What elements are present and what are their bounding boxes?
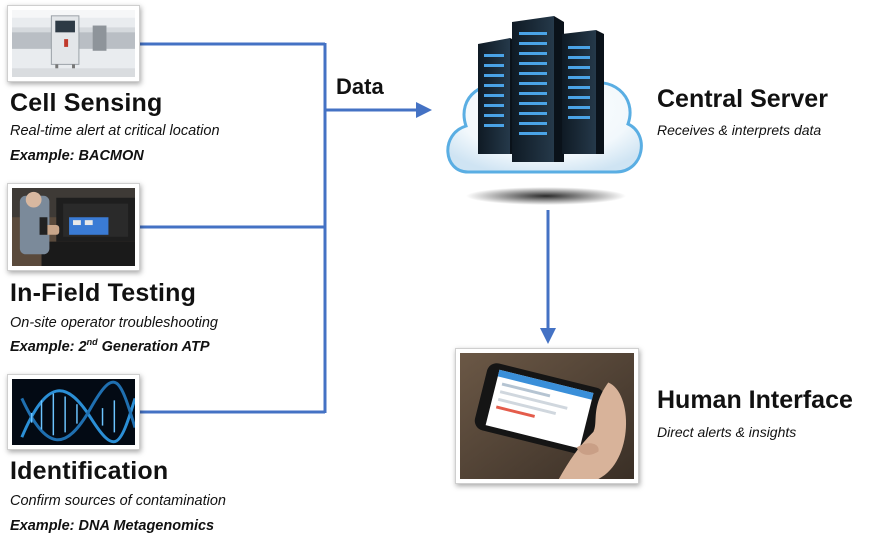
central-server-subtitle: Receives & interprets data — [657, 122, 822, 138]
in-field-testing-example: Example: 2nd Generation ATP — [10, 337, 210, 355]
identification-example: Example: DNA Metagenomics — [10, 517, 215, 534]
cloud-shadow — [466, 187, 626, 205]
identification-photo — [7, 374, 140, 450]
server-rack-right — [562, 30, 604, 154]
cloud-server-illustration — [446, 16, 643, 205]
in-field-testing-subtitle: On-site operator troubleshooting — [10, 315, 218, 331]
cell-sensing-title: Cell Sensing — [10, 89, 163, 117]
human-interface-title: Human Interface — [657, 386, 853, 414]
server-rack-center — [512, 16, 564, 162]
identification-subtitle: Confirm sources of contamination — [10, 493, 226, 509]
in-field-testing-title: In-Field Testing — [10, 279, 197, 307]
cell-sensing-subtitle: Real-time alert at critical location — [10, 123, 220, 139]
cell-sensing-example: Example: BACMON — [10, 147, 144, 164]
data-label: Data — [336, 74, 384, 99]
arrowhead-to-server — [416, 102, 432, 118]
in-field-testing-photo — [7, 183, 140, 271]
human-interface-subtitle: Direct alerts & insights — [657, 424, 797, 440]
human-interface-photo — [455, 348, 639, 484]
arrowhead-to-human — [540, 328, 556, 344]
identification-title: Identification — [10, 457, 169, 485]
central-server-title: Central Server — [657, 85, 828, 113]
cell-sensing-photo — [7, 5, 140, 82]
